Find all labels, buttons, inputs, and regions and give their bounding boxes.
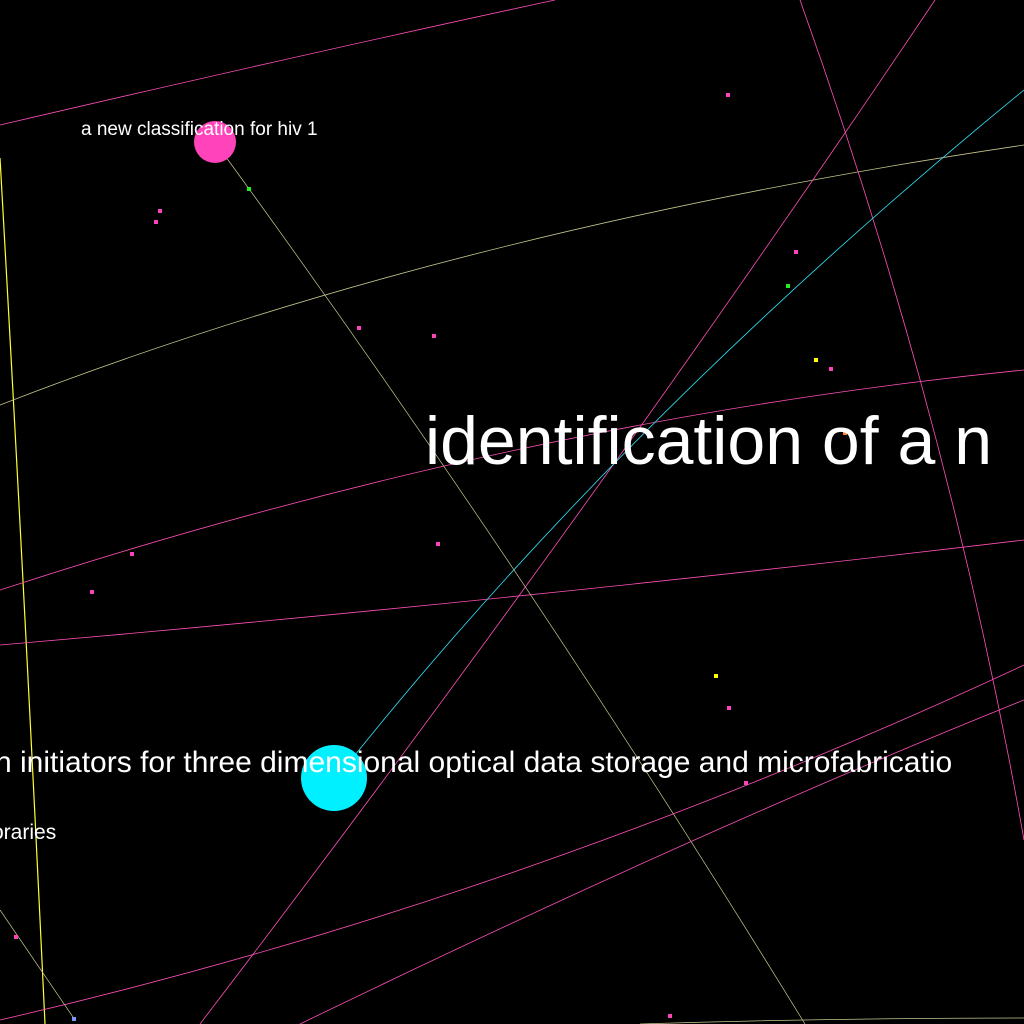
graph-node-small[interactable] (130, 552, 134, 556)
graph-edge (299, 699, 1024, 1024)
graph-node-small[interactable] (714, 674, 718, 678)
graph-edge (0, 157, 46, 1024)
node-label-hiv-classification: a new classification for hiv 1 (81, 119, 318, 140)
graph-node-small[interactable] (727, 706, 731, 710)
graph-edge (0, 539, 1024, 646)
graph-node-small[interactable] (794, 250, 798, 254)
graph-node-small[interactable] (72, 1017, 76, 1021)
graph-node-small[interactable] (432, 334, 436, 338)
node-optical[interactable] (301, 745, 367, 811)
graph-edge (0, 369, 1024, 591)
node-label-photoinitiators: n initiators for three dimensional optic… (0, 746, 953, 779)
graph-node-small[interactable] (154, 220, 158, 224)
graph-edge (0, 909, 76, 1021)
graph-node-small[interactable] (357, 326, 361, 330)
graph-node-small[interactable] (843, 431, 847, 435)
graph-node-small[interactable] (726, 93, 730, 97)
graph-edge (799, 0, 1024, 841)
node-label-identification: identification of a n (425, 403, 993, 479)
graph-node-small[interactable] (786, 284, 790, 288)
graph-edge (639, 1017, 1024, 1024)
graph-edge (214, 141, 806, 1024)
graph-edge (334, 89, 1024, 781)
graph-node-small[interactable] (247, 187, 251, 191)
graph-edge (0, 664, 1024, 1021)
graph-node-small[interactable] (436, 542, 440, 546)
graph-nodes (14, 93, 847, 1021)
graph-node-small[interactable] (158, 209, 162, 213)
graph-edge (199, 0, 936, 1024)
graph-node-small[interactable] (668, 1014, 672, 1018)
graph-node-small[interactable] (744, 781, 748, 785)
graph-edge (0, 0, 556, 126)
node-hiv[interactable] (194, 121, 236, 163)
graph-node-small[interactable] (14, 935, 18, 939)
graph-node-small[interactable] (814, 358, 818, 362)
graph-node-small[interactable] (829, 367, 833, 371)
graph-node-small[interactable] (90, 590, 94, 594)
